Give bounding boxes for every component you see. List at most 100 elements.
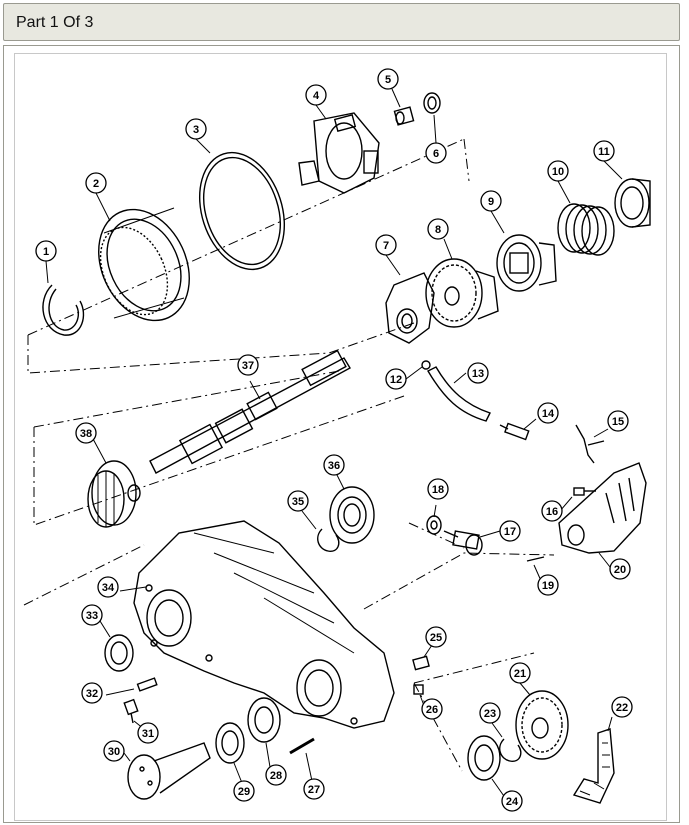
callout-number: 12 xyxy=(390,374,402,386)
callout-circle xyxy=(427,478,449,500)
callout-circle xyxy=(237,354,259,376)
part-ring-gear-2 xyxy=(98,207,190,322)
part-pin-19 xyxy=(526,556,545,562)
callout-number: 21 xyxy=(514,668,526,680)
part-hub-9 xyxy=(496,234,557,292)
part-spring-10 xyxy=(557,203,615,256)
callout-28: 28 xyxy=(265,764,287,786)
part-clip-15 xyxy=(575,424,605,464)
part-title: Part 1 Of 3 xyxy=(16,14,94,31)
callout-circle xyxy=(537,402,559,424)
part-oil-pump-7 xyxy=(385,272,435,344)
callout-circle xyxy=(35,240,57,262)
callout-27: 27 xyxy=(303,778,325,800)
callout-2: 2 xyxy=(85,172,107,194)
callout-number: 4 xyxy=(313,90,320,102)
part-bushing-5 xyxy=(393,106,415,126)
callout-circle xyxy=(97,576,119,598)
callout-circle xyxy=(303,778,325,800)
callout-number: 1 xyxy=(43,246,49,258)
callout-4: 4 xyxy=(305,84,327,106)
callout-circle xyxy=(547,160,569,182)
callout-number: 5 xyxy=(385,74,391,86)
part-snap-ring-1 xyxy=(42,284,85,336)
callout-20: 20 xyxy=(609,558,631,580)
callout-34: 34 xyxy=(97,576,119,598)
callout-number: 34 xyxy=(102,582,115,594)
callout-32: 32 xyxy=(81,682,103,704)
callout-number: 19 xyxy=(542,580,554,592)
callout-36: 36 xyxy=(323,454,345,476)
callout-circle xyxy=(103,740,125,762)
callout-number: 16 xyxy=(546,506,558,518)
callout-number: 38 xyxy=(80,428,92,440)
part-snap-ring-35 xyxy=(317,528,340,552)
callout-10: 10 xyxy=(547,160,569,182)
exploded-parts-diagram: 1234567891011121314151617181920212223242… xyxy=(23,68,651,812)
part-gear-8 xyxy=(425,258,499,328)
callout-3: 3 xyxy=(185,118,207,140)
part-plug-26 xyxy=(413,684,424,695)
callout-number: 23 xyxy=(484,708,496,720)
callout-circle xyxy=(185,118,207,140)
part-seal-29 xyxy=(215,722,245,764)
callout-number: 37 xyxy=(242,360,254,372)
callout-number: 7 xyxy=(383,240,389,252)
part-snap-ring-3 xyxy=(198,151,286,271)
part-sleeve-11 xyxy=(614,178,651,228)
callout-circle xyxy=(501,790,523,812)
part-bearing-36 xyxy=(329,486,375,544)
callout-number: 29 xyxy=(238,786,250,798)
part-housing-34 xyxy=(133,520,395,729)
callout-circle xyxy=(81,682,103,704)
callout-7: 7 xyxy=(375,234,397,256)
part-output-yoke-30 xyxy=(127,742,211,800)
callout-number: 2 xyxy=(93,178,99,190)
callout-number: 26 xyxy=(426,704,438,716)
callout-21: 21 xyxy=(509,662,531,684)
callout-circle xyxy=(611,696,633,718)
part-seal-33 xyxy=(104,634,134,672)
part-seal-6 xyxy=(423,92,441,114)
callout-circle xyxy=(425,142,447,164)
callout-number: 18 xyxy=(432,484,444,496)
callout-number: 9 xyxy=(488,196,494,208)
callout-number: 11 xyxy=(598,146,610,158)
part-planetary-carrier-4 xyxy=(298,112,380,194)
callout-number: 24 xyxy=(506,796,519,808)
callout-circle xyxy=(305,84,327,106)
callout-circle xyxy=(609,558,631,580)
callout-circle xyxy=(287,490,309,512)
callout-number: 8 xyxy=(435,224,441,236)
callout-number: 28 xyxy=(270,770,282,782)
callout-13: 13 xyxy=(467,362,489,384)
callout-number: 10 xyxy=(552,166,564,178)
part-seal-18 xyxy=(426,515,442,535)
callout-number: 14 xyxy=(542,408,555,420)
callout-circle xyxy=(425,626,447,648)
callout-circle xyxy=(377,68,399,90)
callout-6: 6 xyxy=(425,142,447,164)
callout-circle xyxy=(593,140,615,162)
callout-number: 22 xyxy=(616,702,628,714)
callout-number: 6 xyxy=(433,148,439,160)
callout-23: 23 xyxy=(479,702,501,724)
callout-24: 24 xyxy=(501,790,523,812)
callout-14: 14 xyxy=(537,402,559,424)
callout-circle xyxy=(427,218,449,240)
part-sensor-14 xyxy=(499,422,530,441)
callout-number: 32 xyxy=(86,688,98,700)
callout-29: 29 xyxy=(233,780,255,802)
callout-26: 26 xyxy=(421,698,443,720)
callout-circle xyxy=(541,500,563,522)
part-mainshaft-37 xyxy=(149,349,351,474)
part-fitting-12 xyxy=(421,360,431,370)
part-tube-13 xyxy=(427,366,491,422)
callout-circle xyxy=(537,574,559,596)
callout-35: 35 xyxy=(287,490,309,512)
callout-circle xyxy=(467,362,489,384)
callout-circle xyxy=(479,702,501,724)
callout-circle xyxy=(509,662,531,684)
callout-number: 25 xyxy=(430,632,442,644)
callout-circle xyxy=(385,368,407,390)
